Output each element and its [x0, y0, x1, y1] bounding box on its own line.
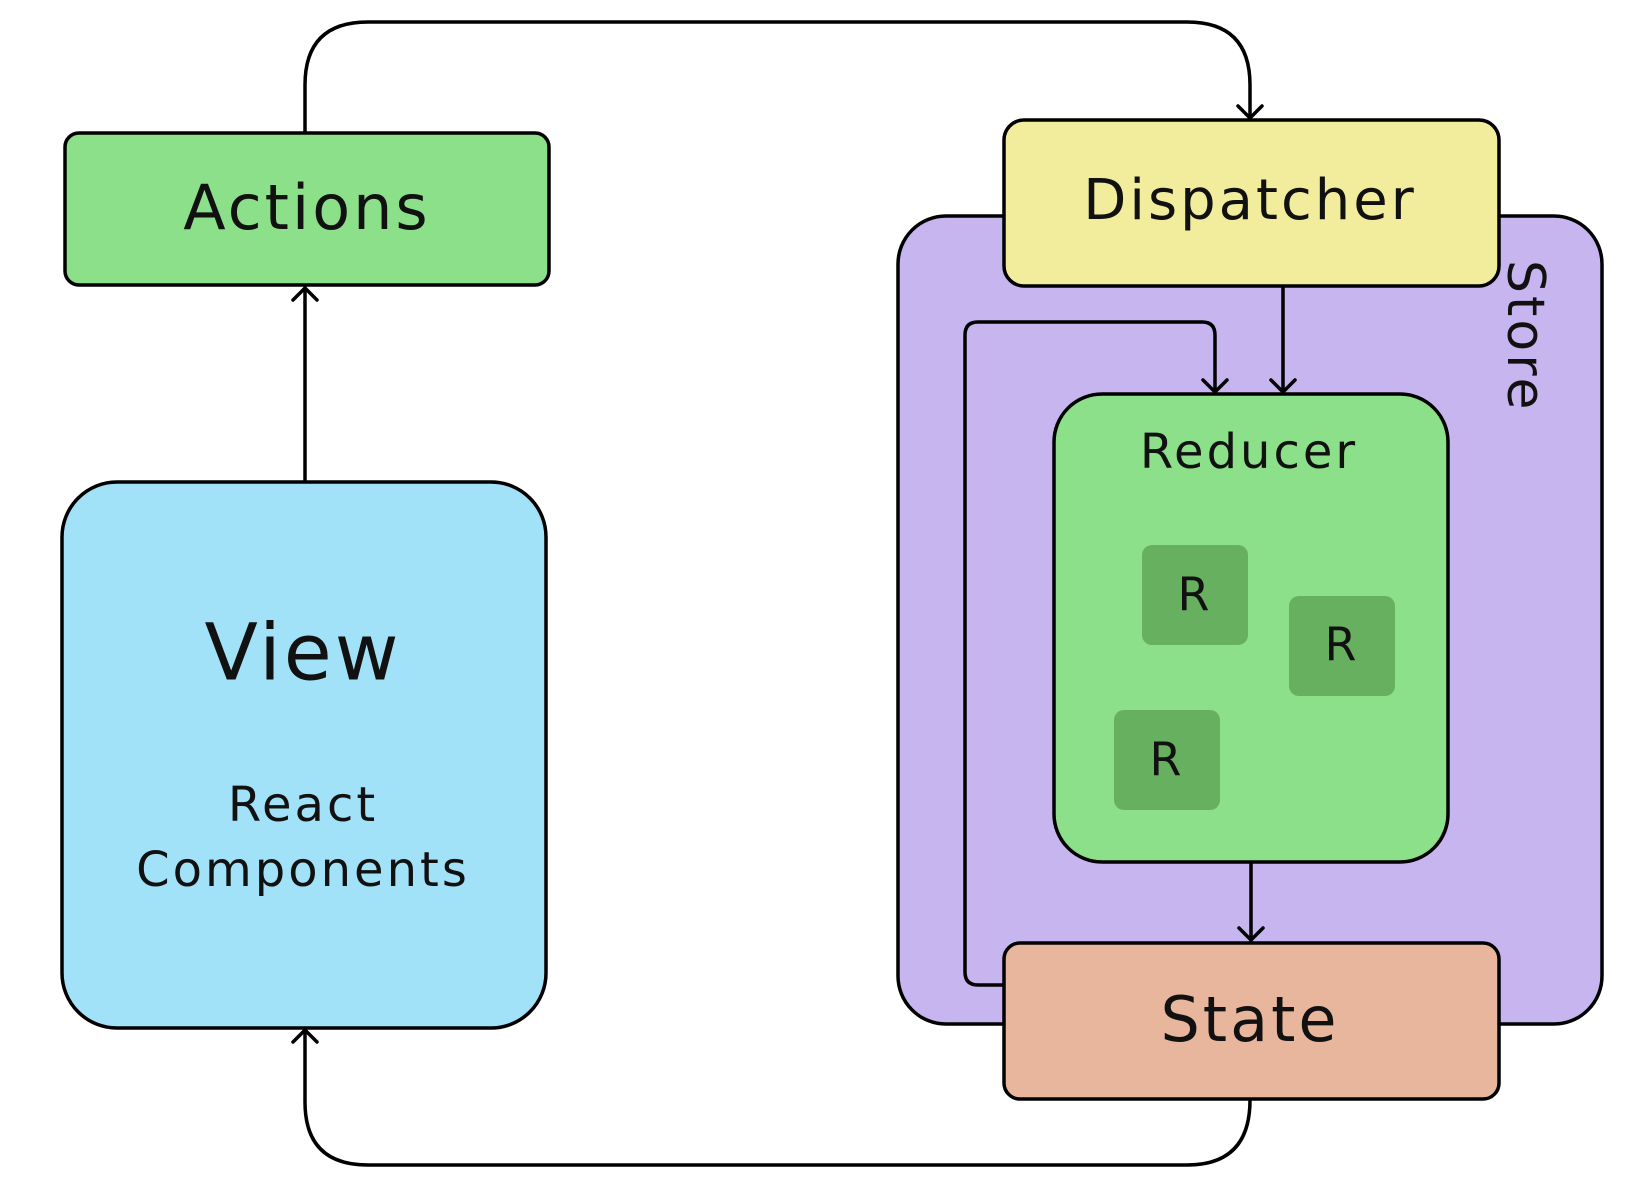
view-box: [60, 480, 548, 1030]
view-subtitle-line-1: React: [228, 777, 378, 833]
sub-reducer-label: R: [1325, 618, 1360, 672]
reducer-label: Reducer: [1140, 424, 1358, 480]
sub-reducer-box: [1289, 596, 1395, 696]
actions-to-dispatcher-arrow: [303, 20, 1264, 135]
actions-label: Actions: [183, 171, 430, 244]
view-subtitle-line-2: Components: [136, 842, 470, 898]
state-to-reducer-arrow: [963, 320, 1229, 987]
sub-reducer-box: [1114, 710, 1220, 810]
state-to-view-arrow: [291, 1028, 1252, 1167]
dispatcher-box: [1002, 118, 1501, 288]
view-title: View: [204, 608, 401, 698]
sub-reducer-box: [1142, 545, 1248, 645]
actions-box: [63, 131, 551, 287]
dispatcher-label: Dispatcher: [1083, 168, 1416, 233]
state-label: State: [1160, 983, 1339, 1056]
sub-reducer-label: R: [1150, 733, 1185, 787]
sub-reducer-label: R: [1178, 568, 1213, 622]
state-box: [1002, 941, 1501, 1101]
store-label: Store: [1495, 260, 1555, 412]
